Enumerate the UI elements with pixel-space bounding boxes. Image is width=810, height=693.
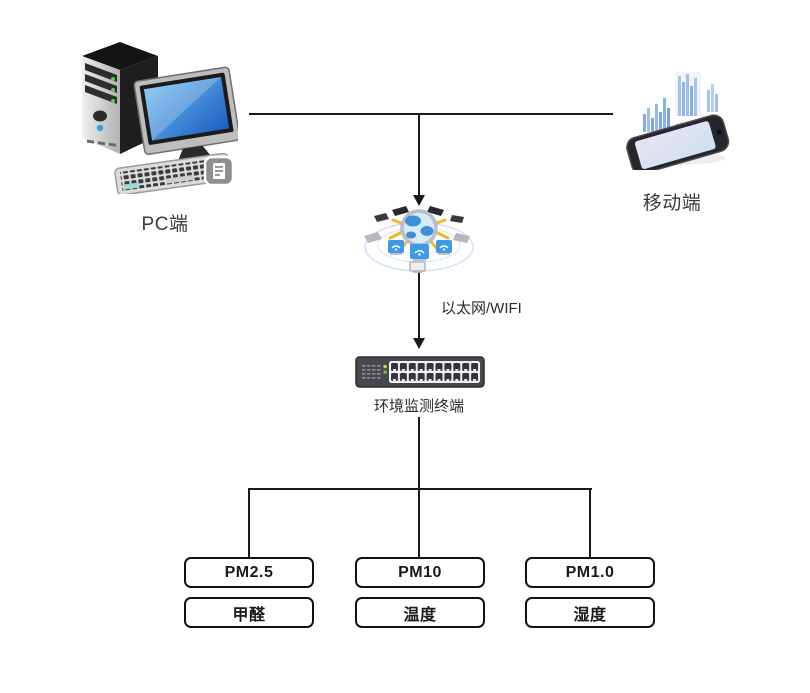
arrowhead-to-internet: [413, 195, 425, 206]
connector-sensor-bus-line: [249, 488, 592, 490]
mobile-node-label: 移动端: [642, 193, 702, 214]
connector-to-internet-line: [418, 114, 420, 195]
connector-terminal-down-line: [418, 417, 420, 489]
sensor-box-pm25: PM2.5: [184, 557, 314, 588]
terminal-node-label: 环境监测终端: [373, 398, 464, 415]
internet-globe-network-icon: [362, 202, 476, 274]
connector-internet-to-terminal-line: [418, 270, 420, 338]
connector-drop-right-line: [589, 488, 591, 559]
connector-drop-center-line: [418, 488, 420, 559]
sensor-box-pm10: PM10: [355, 557, 485, 588]
arrowhead-to-terminal: [413, 338, 425, 349]
sensor-box-pm1: PM1.0: [525, 557, 655, 588]
desktop-computer-icon: [68, 36, 241, 196]
network-switch-icon: [355, 356, 485, 388]
pc-node-label: PC端: [141, 214, 189, 235]
smartphone-analytics-icon: [615, 68, 743, 175]
connector-pc-mobile-line: [249, 113, 613, 115]
network-link-label: 以太网/WIFI: [441, 300, 522, 317]
connector-drop-left-line: [248, 488, 250, 559]
sensor-box-formaldehyde: 甲醛: [184, 597, 314, 628]
sensor-box-humidity: 湿度: [525, 597, 655, 628]
sensor-box-temperature: 温度: [355, 597, 485, 628]
